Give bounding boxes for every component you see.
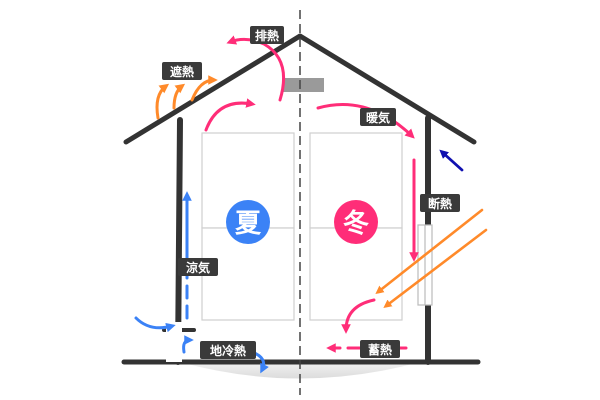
summer-airflow bbox=[134, 191, 269, 374]
winter-badge: 冬 bbox=[334, 200, 378, 244]
heating-arrow-return bbox=[341, 298, 376, 334]
shield-heat-arrow-mid bbox=[172, 83, 186, 110]
svg-text:涼気: 涼気 bbox=[186, 260, 210, 275]
svg-text:断熱: 断熱 bbox=[428, 196, 452, 211]
sunlight-arrow-2 bbox=[383, 228, 488, 309]
summer-badge: 夏 bbox=[226, 200, 270, 244]
summer-attic-airflow bbox=[204, 35, 286, 132]
ceiling-line-left bbox=[175, 117, 183, 365]
ground-cooling-arrow bbox=[182, 335, 194, 354]
label-shield-heat: 遮熱 bbox=[162, 62, 202, 80]
label-heat-storage: 蓄熱 bbox=[360, 340, 400, 358]
ground-earth bbox=[180, 362, 420, 379]
winter-label: 冬 bbox=[343, 209, 369, 239]
shield-heat-arrow-left bbox=[155, 83, 170, 120]
summer-label: 夏 bbox=[235, 209, 262, 239]
summer-rise-arrow bbox=[204, 98, 256, 132]
label-cool-air: 涼気 bbox=[178, 258, 218, 276]
svg-text:遮熱: 遮熱 bbox=[170, 64, 194, 79]
roof-outline bbox=[123, 33, 477, 145]
shield-heat-arrow-right bbox=[190, 75, 218, 102]
cold-air-arrow bbox=[439, 149, 464, 172]
insulation-window bbox=[417, 224, 433, 306]
exhaust-arrow bbox=[226, 35, 286, 102]
label-exhaust-heat: 排熱 bbox=[250, 26, 284, 44]
cool-air-arrow-inlet bbox=[134, 316, 176, 333]
sunlight-arrow-1 bbox=[375, 208, 484, 295]
roof-vent bbox=[282, 78, 324, 92]
shield-heat-arrows bbox=[155, 75, 218, 120]
label-insulation: 断熱 bbox=[420, 194, 460, 212]
svg-text:排熱: 排熱 bbox=[255, 28, 279, 43]
label-heating: 暖気 bbox=[360, 108, 396, 126]
label-ground-cooling: 地冷熱 bbox=[200, 341, 256, 359]
svg-text:蓄熱: 蓄熱 bbox=[368, 342, 392, 357]
sunlight-arrows bbox=[375, 208, 488, 309]
svg-text:地冷熱: 地冷熱 bbox=[210, 343, 246, 358]
svg-text:暖気: 暖気 bbox=[366, 110, 390, 125]
